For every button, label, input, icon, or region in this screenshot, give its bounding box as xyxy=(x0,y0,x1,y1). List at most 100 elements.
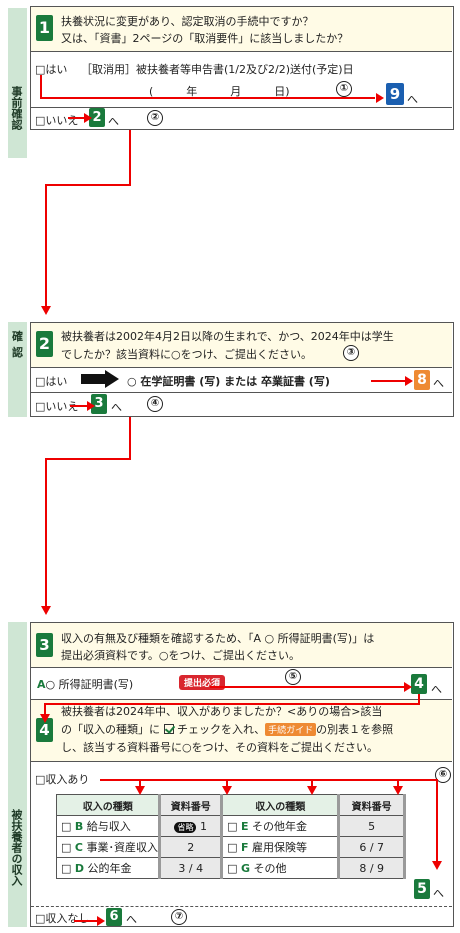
arrow-4-drop-4 xyxy=(397,779,399,788)
goto-6-tail: へ xyxy=(126,913,137,926)
letter-e: E xyxy=(240,820,249,833)
question-1-circle-2: ② xyxy=(147,110,163,126)
question-1-date-line: ( 年 月 日) xyxy=(149,85,290,98)
income-type-f[interactable]: □ F 雇用保険等 xyxy=(221,836,340,858)
question-2-text-line2: でしたか？該当資料に○をつけ、ご提出ください。 xyxy=(61,348,313,361)
question-4-line2b: チェックを入れ、 xyxy=(177,723,266,736)
question-4-text-line1: 被扶養者は2024年中、収入がありましたか？<ありの場合>該当 xyxy=(61,705,383,718)
income-type-c[interactable]: □ C 事業･資産収入 xyxy=(55,836,161,858)
arrow-2-no-head xyxy=(87,401,95,411)
question-4-text-line3: し、該当する資料番号に○をつけ、その資料をご提出ください。 xyxy=(61,741,379,754)
goto-8-badge: 8 xyxy=(414,370,430,390)
question-1-no-checkbox[interactable]: □いいえ xyxy=(35,114,79,127)
question-3-number: 3 xyxy=(36,633,53,657)
question-2-no-checkbox[interactable]: □いいえ xyxy=(35,400,79,413)
question-1-no-row xyxy=(31,107,452,129)
income-type-c-label: 事業･資産収入 xyxy=(86,841,158,854)
question-4-text-line2: の「収入の種類」に チェックを入れ、手続ガイドの別表１を参照 xyxy=(61,721,393,737)
table-row: □ C 事業･資産収入 2 □ F 雇用保険等 6 / 7 xyxy=(55,836,406,858)
question-2-no-label: いいえ xyxy=(45,400,79,413)
question-1-number: 1 xyxy=(36,15,53,41)
question-4-line2a: の「収入の種類」に xyxy=(61,723,160,736)
question-4-yes-checkbox[interactable]: □収入あり xyxy=(35,773,90,786)
doc-number-d[interactable]: 3 / 4 xyxy=(158,857,224,879)
question-1-no-label: いいえ xyxy=(45,114,79,127)
guide-badge: 手続ガイド xyxy=(265,723,317,736)
arrow-2-yes xyxy=(371,380,407,382)
checkbox-checked-icon xyxy=(163,724,174,734)
question-4-line2c: の別表１を参照 xyxy=(316,723,394,736)
sidebar-income: 被扶養者の収入 xyxy=(8,622,27,927)
question-1-text-line1: 扶養状況に変更があり、認定取消の手続中ですか？ xyxy=(61,15,314,28)
question-2-circle-4: ④ xyxy=(147,396,163,412)
question-2-header xyxy=(31,323,452,367)
doc-number-c[interactable]: 2 xyxy=(158,836,224,858)
income-type-d-label: 公的年金 xyxy=(87,862,132,875)
question-3-item-row xyxy=(31,667,452,697)
question-3-4-panel: 3 収入の有無及び種類を確認するため、「A ○ 所得証明書(写)」は 提出必須資… xyxy=(30,622,454,927)
goto-5-badge: 5 xyxy=(414,879,430,899)
header-doc-number-2: 資料番号 xyxy=(337,794,406,816)
question-2-text-line1: 被扶養者は2002年4月2日以降の生まれで、かつ、2024年中は学生 xyxy=(61,330,394,343)
arrow-3-to-4-head xyxy=(40,714,50,723)
letter-d: D xyxy=(74,862,85,875)
goto-4-tail: へ xyxy=(431,683,442,696)
goto-8-tail: へ xyxy=(433,377,444,390)
question-2-yes-checkbox[interactable]: □はい xyxy=(35,375,68,388)
question-1-panel: 1 扶養状況に変更があり、認定取消の手続中ですか？ 又は、「資書」2ページの「取… xyxy=(30,6,454,130)
connector-2-horizontal xyxy=(45,458,131,460)
goto-4-badge: 4 xyxy=(411,674,427,694)
question-4-no-checkbox[interactable]: □収入なし xyxy=(35,912,90,925)
goto-3-tail: へ xyxy=(111,401,122,414)
goto-9-tail: へ xyxy=(407,93,418,106)
connector-2-vertical xyxy=(129,417,131,459)
goto-2-tail: へ xyxy=(108,115,119,128)
arrow-1-no-head xyxy=(84,113,92,123)
question-2-yes-text: ○ 在学証明書 (写) または 卒業証書 (写) xyxy=(127,375,330,388)
table-row: □ D 公的年金 3 / 4 □ G その他 8 / 9 xyxy=(55,857,406,879)
abbreviation-stamp: 省略 xyxy=(174,821,197,833)
letter-g: G xyxy=(240,862,250,875)
arrow-4-drop-4-head xyxy=(393,786,403,795)
question-1-yes-checkbox[interactable]: □はい xyxy=(35,63,68,76)
income-type-g[interactable]: □ G その他 xyxy=(221,857,340,879)
connector-2-head xyxy=(41,606,51,615)
income-type-d[interactable]: □ D 公的年金 xyxy=(55,857,161,879)
question-1-yes-label: はい xyxy=(45,63,68,76)
question-4-no-row xyxy=(31,906,452,926)
income-type-e[interactable]: □ E その他年金 xyxy=(221,815,340,837)
doc-number-g[interactable]: 8 / 9 xyxy=(337,857,406,879)
arrow-2-yes-head xyxy=(405,376,413,386)
sidebar-income-label: 被扶養者の収入 xyxy=(10,808,23,886)
arrow-1-yes-vertical xyxy=(40,75,42,99)
question-1-yes-text: ［取消用］被扶養者等申告書(1/2及び2/2)送付(予定)日 xyxy=(81,63,354,76)
arrow-3-badge xyxy=(210,686,406,688)
question-3-text-line1: 収入の有無及び種類を確認するため、「A ○ 所得証明書(写)」は xyxy=(61,632,375,645)
item-letter-a: A xyxy=(37,678,46,691)
question-1-header xyxy=(31,7,452,51)
big-arrow-right-icon xyxy=(81,370,119,388)
arrow-4-to-5-head xyxy=(432,861,442,870)
question-4-circle-7: ⑦ xyxy=(171,909,187,925)
doc-number-e[interactable]: 5 xyxy=(337,815,406,837)
letter-b: B xyxy=(74,820,84,833)
sidebar-confirm-label: 確認 xyxy=(12,330,23,359)
letter-f: F xyxy=(240,841,249,854)
question-2-panel: 2 被扶養者は2002年4月2日以降の生まれで、かつ、2024年中は学生 でした… xyxy=(30,322,454,417)
doc-number-f[interactable]: 6 / 7 xyxy=(337,836,406,858)
income-table-header: 収入の種類 資料番号 収入の種類 資料番号 xyxy=(55,794,406,816)
income-type-e-label: その他年金 xyxy=(251,820,307,833)
arrow-3-to-4-right xyxy=(418,694,420,704)
header-income-type-2: 収入の種類 xyxy=(221,794,340,816)
income-type-b[interactable]: □ B 給与収入 xyxy=(55,815,161,837)
question-4-number: 4 xyxy=(36,718,53,742)
doc-number-b[interactable]: 省略 1 xyxy=(158,815,224,837)
arrow-4-yes-main xyxy=(100,779,436,781)
arrow-4-drop-2-head xyxy=(222,786,232,795)
arrow-4-no xyxy=(74,920,98,922)
arrow-3-to-4-left xyxy=(44,703,46,716)
question-3-item[interactable]: A○ 所得証明書(写) xyxy=(37,676,133,692)
connector-1-down xyxy=(45,184,47,307)
arrow-1-yes-horizontal xyxy=(40,97,375,99)
question-2-yes-label: はい xyxy=(45,375,68,388)
